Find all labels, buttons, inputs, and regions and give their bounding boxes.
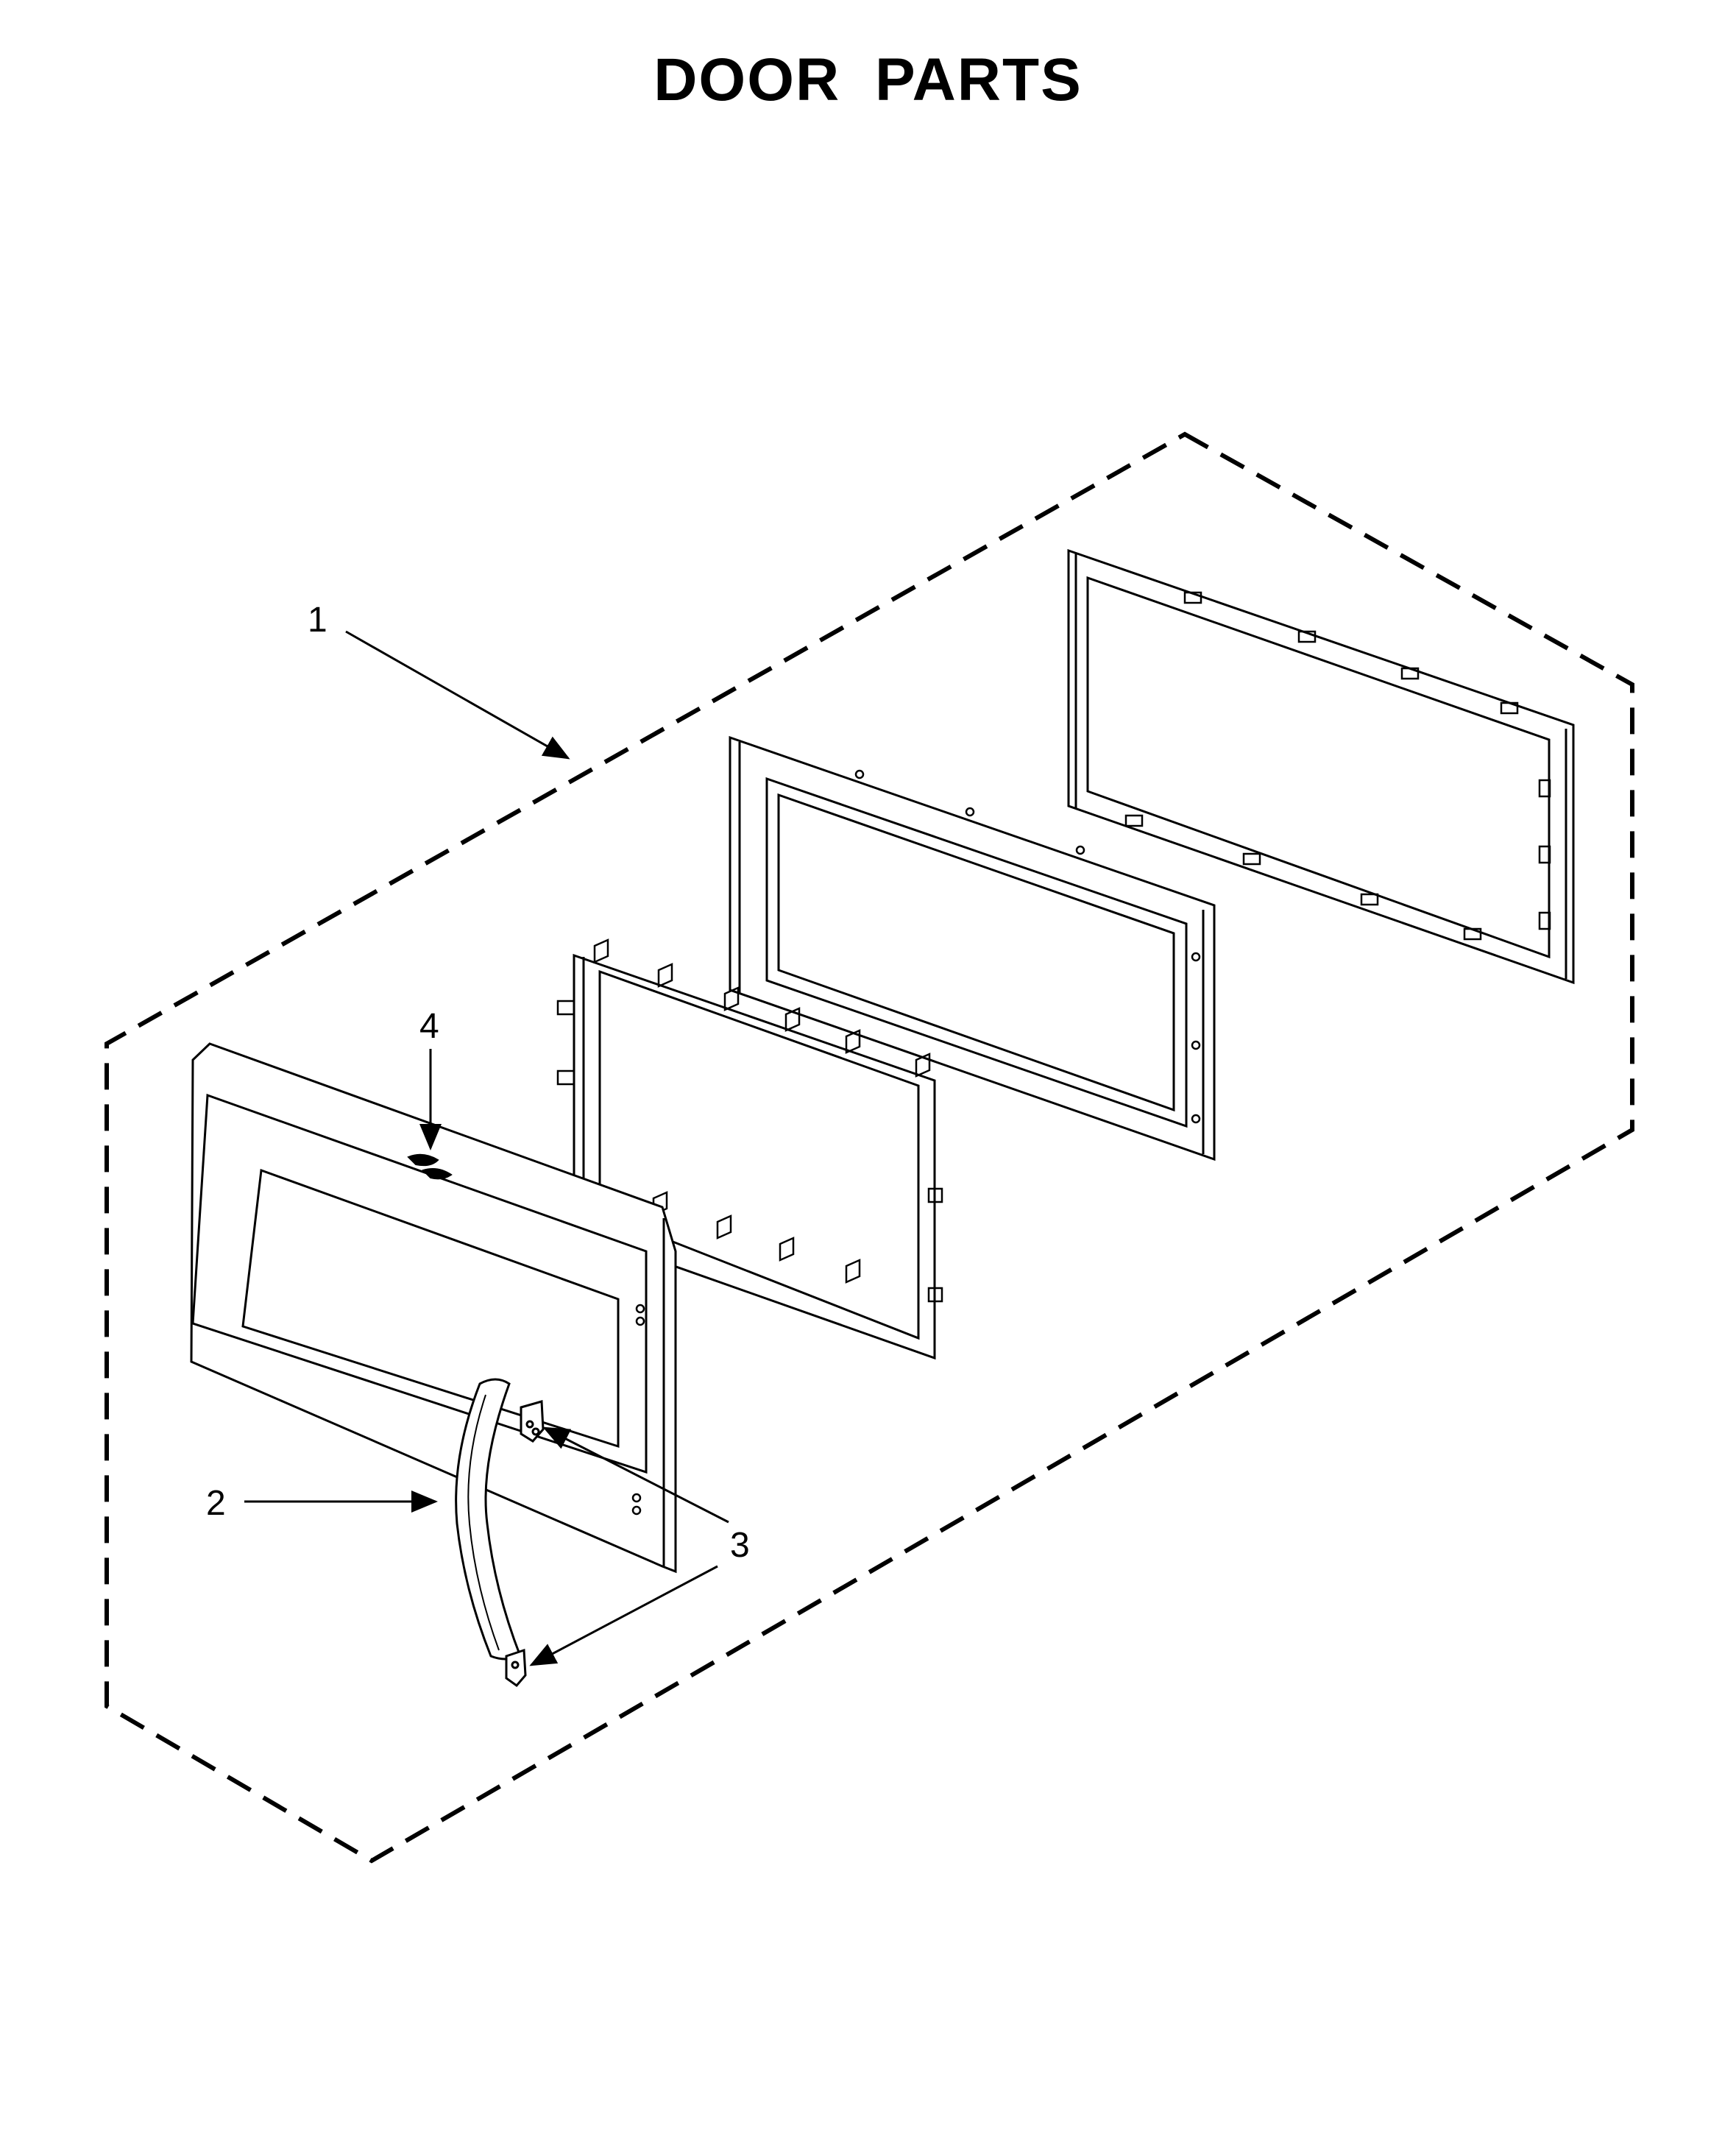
inner-door-panel [729,735,1216,1161]
leader-3a [542,1426,729,1524]
rear-door-frame [1067,548,1575,985]
leader-3b [529,1565,718,1666]
callout-number-2: 2 [206,1484,226,1523]
leader-1 [345,630,570,760]
page-title: DOOR PARTS [653,46,1083,113]
assembly-boundary [104,431,1634,1864]
handle-mount-lower [505,1648,527,1688]
logo-badge [407,1153,453,1180]
callout-number-3: 3 [730,1526,750,1565]
callout-number-4: 4 [419,1007,439,1046]
callout-leaders [244,630,729,1666]
callout-number-1: 1 [308,601,327,640]
handle-mount-upper [520,1400,545,1443]
